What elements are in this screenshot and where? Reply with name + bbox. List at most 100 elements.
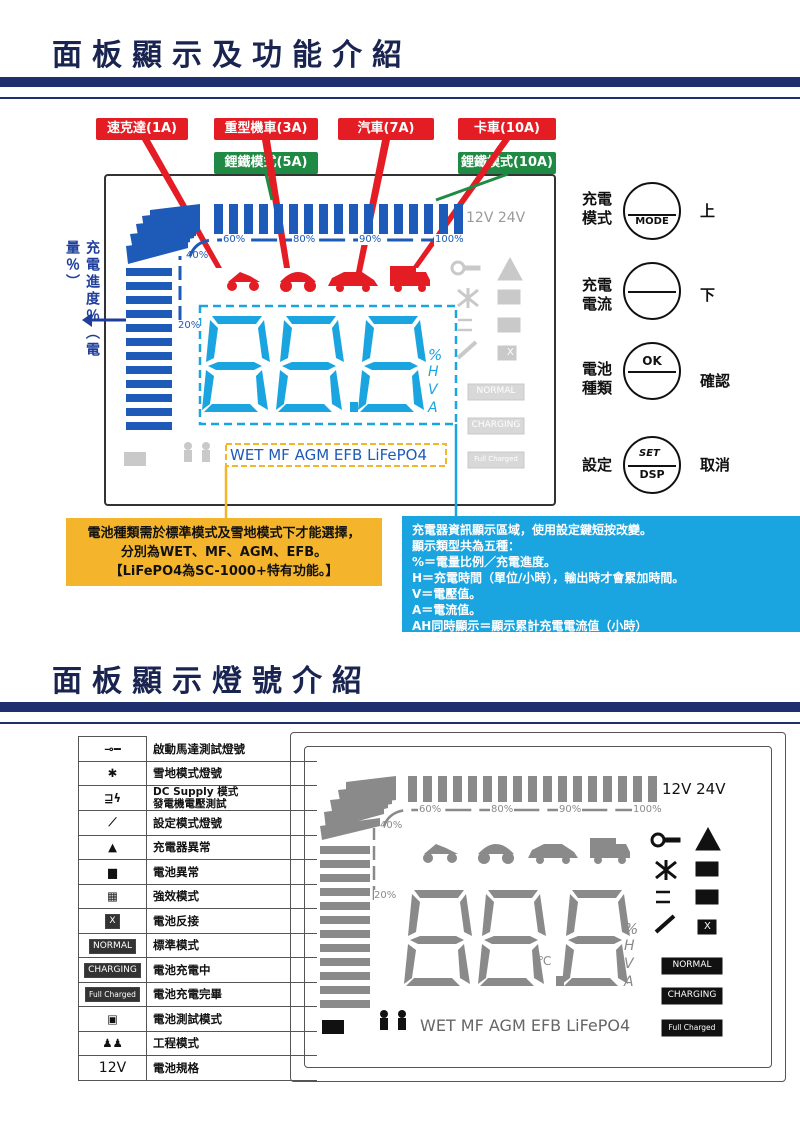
legend-text: 標準模式 — [146, 933, 317, 958]
lcd-charging: CHARGING — [471, 420, 521, 430]
header-rule-thin-2 — [0, 722, 800, 724]
lcd-battery-types: WET MF AGM EFB LiFePO4 — [230, 446, 428, 464]
legend-row: ⟋設定模式燈號 — [78, 810, 317, 836]
lcd2-40: 40% — [380, 820, 403, 831]
lcd-full: Full Charged — [474, 455, 518, 463]
lcd2-90: 90% — [558, 804, 583, 815]
header-rule-thin — [0, 97, 800, 99]
legend-row: ✱雪地模式燈號 — [78, 760, 317, 786]
legend-row: X 電池反接 — [78, 908, 317, 934]
battery-boost-icon: ▦ — [78, 883, 147, 909]
legend-text: DC Supply 模式 發電機電壓測試 — [146, 785, 317, 811]
reverse-label: X — [105, 914, 120, 930]
lcd2-battery-types: WET MF AGM EFB LiFePO4 — [420, 1016, 631, 1035]
ok-button[interactable]: OK — [623, 342, 681, 400]
lcd2-unit-v: V — [624, 956, 634, 972]
panel1-engineer-icon — [184, 442, 210, 462]
panel2-battery-test-icon — [322, 1020, 344, 1034]
lcd2-80: 80% — [490, 804, 515, 815]
btn-current-right: 下 — [700, 286, 716, 304]
legend-text: 啟動馬達測試燈號 — [146, 736, 317, 762]
tag-truck: 卡車(10A) — [458, 118, 556, 140]
big-digits-colored — [202, 316, 426, 412]
lcd2-100: 100% — [632, 804, 663, 815]
legend-text: 雪地模式燈號 — [146, 761, 317, 786]
lcd-80: 80% — [292, 234, 317, 245]
normal-label-icon: NORMAL — [78, 932, 147, 958]
lcd-40: 40% — [186, 250, 209, 261]
lcd-normal: NORMAL — [476, 386, 516, 396]
lcd2-unit-c: ℃ — [538, 954, 552, 968]
normal-label: NORMAL — [88, 938, 136, 954]
lcd-panel-gray-frame — [290, 732, 786, 1082]
section-title-panel-functions: 面板顯示及功能介紹 — [52, 38, 412, 73]
legend-row: Full Charged 電池充電完畢 — [78, 981, 317, 1007]
tag-car: 汽車(7A) — [338, 118, 434, 140]
btn-current-left: 充電電流 — [582, 276, 613, 313]
legend-row: ⊸━啟動馬達測試燈號 — [78, 736, 317, 762]
note-info-area: 充電器資訊顯示區域，使用設定鍵短按改變。 顯示類型共為五種： %＝電量比例／充電… — [402, 516, 800, 633]
current-button[interactable] — [623, 262, 681, 320]
top-progress-bars — [214, 204, 463, 234]
lcd-unit-pct: % — [428, 346, 443, 364]
spec-label: 12V — [98, 1059, 127, 1076]
legend-text: 電池充電完畢 — [146, 982, 317, 1007]
left-progress-bars — [126, 268, 172, 430]
lcd-unit-a: A — [428, 400, 438, 416]
lcd2-full: Full Charged — [668, 1023, 716, 1032]
legend-text: 充電器異常 — [146, 835, 317, 860]
lcd-100: 100% — [434, 234, 465, 245]
charging-label-icon: CHARGING — [78, 957, 147, 983]
note-b-line: A＝電流值。 — [412, 603, 482, 617]
charging-label: CHARGING — [84, 963, 141, 979]
panel2-engineer-icon — [380, 1010, 406, 1030]
header-rule-2 — [0, 702, 800, 712]
btn-mode-right: 上 — [700, 202, 716, 220]
btn-dsp-right: 取消 — [700, 456, 731, 474]
note-b-line: 顯示類型共為五種： — [412, 539, 521, 553]
legend-text: 電池異常 — [146, 859, 317, 885]
lcd2-reverse-x: X — [704, 921, 711, 932]
note-battery-types: 電池種類需於標準模式及雪地模式下才能選擇， 分別為WET、MF、AGM、EFB。… — [66, 518, 382, 586]
legend-text: 工程模式 — [146, 1031, 317, 1056]
dc-supply-icon: ⊒ϟ — [78, 785, 147, 811]
mode-button[interactable]: MODE — [623, 182, 681, 240]
warning-icon: ▲ — [78, 834, 147, 860]
note-b-line: AH同時顯示＝顯示累計充電電流值（小時） — [412, 619, 648, 633]
lcd2-voltage: 12V 24V — [662, 780, 726, 798]
mode-button-label: MODE — [635, 216, 669, 227]
legend-text: 電池反接 — [146, 908, 317, 934]
vehicle-icons — [227, 266, 430, 292]
lcd-90: 90% — [358, 234, 383, 245]
info-area-outline — [198, 304, 458, 426]
full-label-icon: Full Charged — [78, 981, 147, 1007]
btn-dsp-left: 設定 — [582, 456, 613, 474]
lcd-voltage: 12V 24V — [466, 210, 526, 226]
types-outline — [225, 443, 447, 467]
lcd2-60: 60% — [418, 804, 443, 815]
set-dsp-button[interactable]: SET DSP — [623, 436, 681, 494]
lcd-panel-gray — [304, 746, 772, 1068]
lcd-unit-h: H — [428, 364, 439, 380]
legend-row: CHARGING 電池充電中 — [78, 957, 317, 983]
btn-ok-right: 確認 — [700, 372, 731, 390]
legend-text: 電池規格 — [146, 1055, 317, 1081]
lcd2-unit-a: A — [624, 974, 634, 990]
legend-row: ▲充電器異常 — [78, 834, 317, 860]
curve-progress-bars — [126, 204, 200, 264]
note-b-line: 充電器資訊顯示區域，使用設定鍵短按改變。 — [412, 523, 653, 537]
lcd-panel-colored — [104, 174, 556, 506]
note-y-line: 【LiFePO4為SC-1000+特有功能。】 — [109, 564, 339, 579]
set-button-label: SET — [639, 448, 660, 459]
lcd2-charging: CHARGING — [667, 990, 717, 1000]
key-icon: ⊸━ — [78, 736, 147, 762]
legend-text: 電池充電中 — [146, 957, 317, 983]
side-label-progress: 充電進度％（電量％） — [64, 240, 100, 359]
legend-row: ▣電池測試模式 — [78, 1006, 317, 1032]
full-label: Full Charged — [85, 987, 140, 1003]
header-rule — [0, 77, 800, 87]
note-b-line: H＝充電時間（單位/小時），輸出時才會累加時間。 — [412, 571, 685, 585]
